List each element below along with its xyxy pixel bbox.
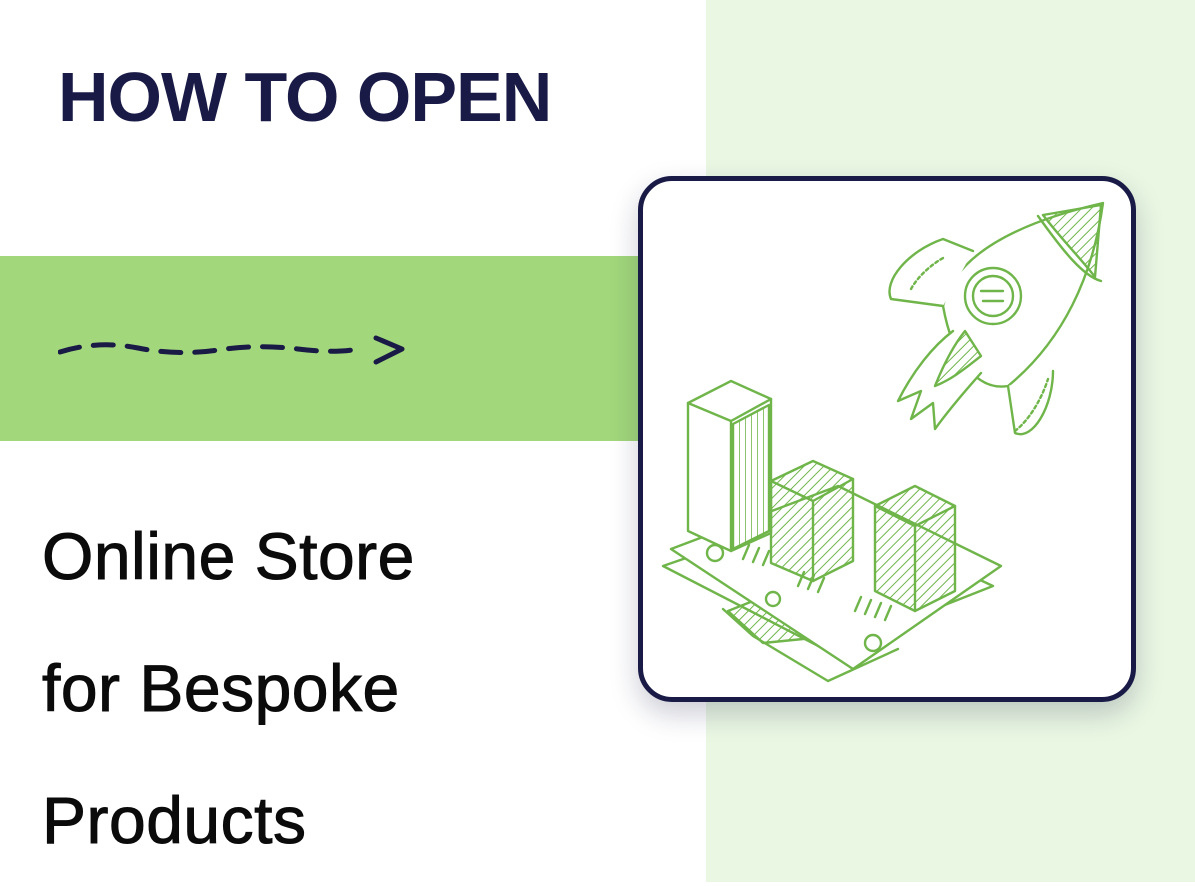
rocket-icon <box>888 201 1105 436</box>
subtitle-line-2: for Bespoke <box>42 651 400 726</box>
illustration-card <box>638 176 1136 702</box>
subtitle-line-3: Products <box>42 783 307 858</box>
arrow-right-icon <box>57 330 410 370</box>
headline: HOW TO OPEN <box>58 58 552 136</box>
subtitle: Online Store for Bespoke Products <box>42 490 415 886</box>
bar-chart-icon <box>686 379 957 613</box>
accent-band <box>0 256 680 441</box>
growth-illustration <box>661 201 1105 683</box>
subtitle-line-1: Online Store <box>42 519 415 594</box>
